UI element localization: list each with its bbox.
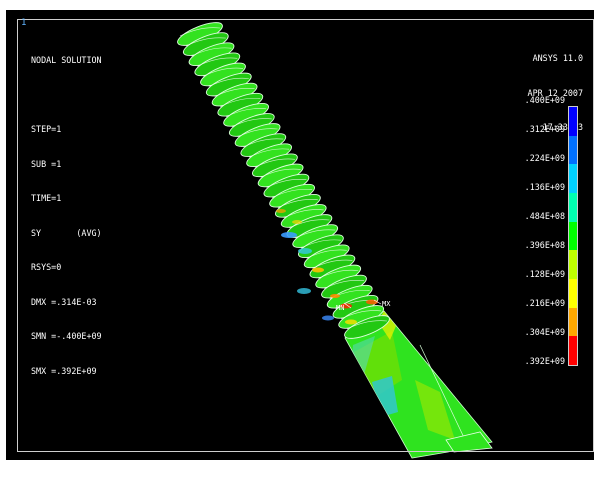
thread-crest-line: [312, 259, 353, 269]
thread-crest-line: [341, 310, 382, 320]
shank-edge-line: [419, 344, 469, 447]
thread-crest-line: [289, 219, 330, 229]
thread-crest-line: [277, 199, 318, 209]
legend-color-band: [569, 192, 577, 222]
program-info: ANSYS 11.0 APR 12 2007 17:33:53: [528, 30, 583, 145]
thread-crest-line: [254, 158, 295, 168]
thread-crest-line: [295, 229, 336, 239]
thread-crest-line: [185, 37, 226, 47]
result-item: SY (AVG): [31, 227, 102, 238]
thread-crest-line: [202, 67, 244, 77]
legend-value: .128E+09: [524, 269, 565, 279]
thread-crest-line: [220, 98, 261, 107]
thread-stress-spots: [276, 209, 378, 325]
legend-color-band: [569, 164, 577, 193]
thread-crest-line: [260, 168, 301, 178]
substep-value: SUB =1: [31, 158, 62, 169]
max-label: MX: [382, 300, 391, 308]
legend-color-band: [569, 278, 577, 308]
thread-crest-line: [318, 269, 359, 279]
thread-crest-line: [231, 118, 272, 128]
thread-crest-line: [266, 178, 307, 188]
min-label: MN: [336, 304, 345, 312]
solution-info-text: NODAL SOLUTION STEP=1 SUB =1 TIME=1 SY (…: [31, 32, 102, 389]
thread-stack: [177, 22, 390, 339]
legend-color-band: [569, 307, 577, 337]
max-marker: [373, 299, 382, 305]
program-name: ANSYS 11.0: [532, 53, 583, 63]
legend-value: .484E+08: [524, 211, 565, 221]
legend-color-band: [569, 107, 577, 136]
thread-crest-line: [243, 138, 284, 148]
thread-crest-line: [179, 27, 221, 37]
thread-crest-line: [346, 320, 388, 330]
thread-ring: [344, 315, 390, 339]
legend-color-band: [569, 336, 577, 365]
legend-color-band: [569, 250, 577, 279]
legend-value: .304E+09: [524, 327, 565, 337]
solution-spacer: [31, 90, 102, 102]
time-value: TIME=1: [31, 193, 62, 203]
legend-value: .396E+08: [524, 240, 565, 250]
dmx-value: DMX =.314E-03: [31, 296, 97, 307]
viewport-frame: [17, 19, 594, 452]
solution-title: NODAL SOLUTION: [31, 55, 102, 65]
bolt-head-base: [445, 431, 493, 453]
thread-crest-line: [300, 239, 341, 249]
program-time: 17:33:53: [542, 122, 583, 132]
min-marker: [343, 302, 352, 309]
legend-value: .136E+09: [524, 182, 565, 192]
smn-value: SMN =-.400E+09: [31, 331, 102, 341]
program-date: APR 12 2007: [527, 87, 583, 98]
thread-crest-line: [248, 148, 290, 158]
step-value: STEP=1: [31, 124, 62, 134]
window-number: 1: [21, 18, 27, 28]
thread-crest-line: [214, 87, 255, 97]
thread-crest-line: [237, 128, 278, 138]
rsys-value: RSYS=0: [31, 262, 62, 272]
thread-crest-line: [191, 47, 232, 57]
legend-value: .400E+09: [524, 95, 565, 105]
smx-value: SMX =.392E+09: [31, 365, 97, 376]
thread-crest-line: [271, 189, 313, 198]
thread-crest-line: [197, 57, 238, 67]
thread-crest-line: [208, 77, 249, 87]
legend-color-band: [569, 221, 577, 251]
legend-value: .224E+09: [524, 153, 565, 163]
legend-value: .392E+09: [524, 356, 565, 366]
thread-crest-line: [323, 279, 365, 289]
legend-color-bar: [568, 106, 578, 366]
thread-crest-line: [306, 249, 347, 259]
legend-value: .312E+09: [524, 124, 565, 134]
thread-crest-line: [283, 209, 324, 219]
legend-value: .216E+09: [524, 298, 565, 308]
thread-crest-line: [225, 108, 267, 118]
legend-color-band: [569, 135, 577, 165]
